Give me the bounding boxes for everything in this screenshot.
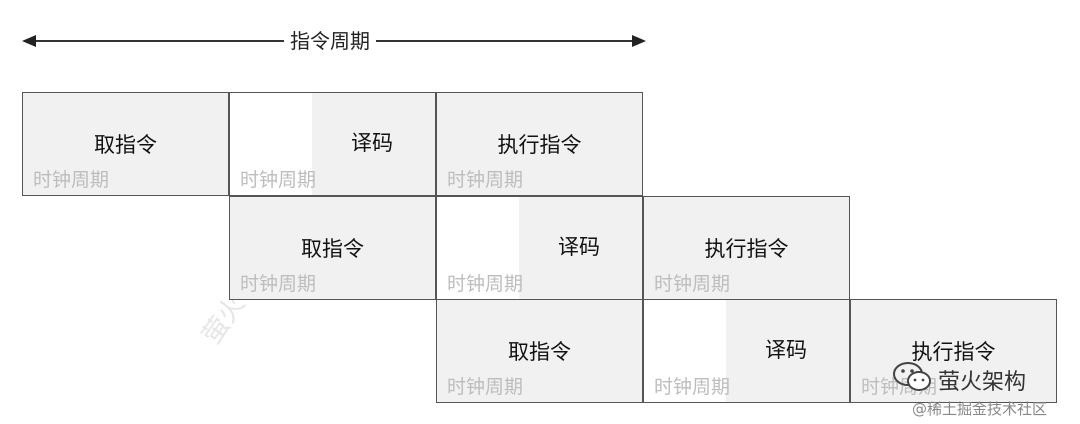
row2-execute-box: 执行指令 时钟周期 — [643, 196, 850, 300]
footer-watermark: @稀土掘金技术社区 — [912, 400, 1048, 418]
arrow-left-icon — [22, 35, 36, 47]
clock-cycle-label: 时钟周期 — [447, 273, 524, 295]
row1-decode-box: 译码 时钟周期 — [229, 92, 436, 196]
stage-label: 取指令 — [508, 340, 571, 364]
row3-execute-box: 执行指令 时钟周期 — [850, 299, 1057, 403]
stage-label: 取指令 — [301, 237, 364, 261]
stage-label: 执行指令 — [911, 340, 996, 364]
clock-cycle-label: 时钟周期 — [654, 376, 731, 398]
wechat-icon — [892, 360, 934, 398]
clock-cycle-label: 时钟周期 — [654, 273, 731, 295]
clock-cycle-label: 时钟周期 — [33, 169, 110, 191]
stage-label: 译码 — [558, 235, 600, 259]
row2-decode-box: 译码 时钟周期 — [436, 196, 643, 300]
row3-fetch-box: 取指令 时钟周期 — [436, 299, 643, 403]
clock-cycle-label: 时钟周期 — [240, 273, 317, 295]
stage-label: 译码 — [765, 338, 807, 362]
stage-label: 执行指令 — [704, 237, 789, 261]
stage-label: 取指令 — [94, 133, 157, 157]
instruction-cycle-label: 指令周期 — [284, 28, 376, 54]
clock-cycle-label: 时钟周期 — [447, 376, 524, 398]
stage-label: 译码 — [351, 131, 393, 155]
row3-decode-box: 译码 时钟周期 — [643, 299, 850, 403]
brand-watermark: 萤火架构 — [938, 370, 1027, 395]
row1-execute-box: 执行指令 时钟周期 — [436, 92, 643, 196]
clock-cycle-label: 时钟周期 — [240, 169, 317, 191]
stage-label: 执行指令 — [497, 133, 582, 157]
row1-fetch-box: 取指令 时钟周期 — [22, 92, 229, 196]
row2-fetch-box: 取指令 时钟周期 — [229, 196, 436, 300]
arrow-right-icon — [632, 35, 646, 47]
clock-cycle-label: 时钟周期 — [447, 169, 524, 191]
